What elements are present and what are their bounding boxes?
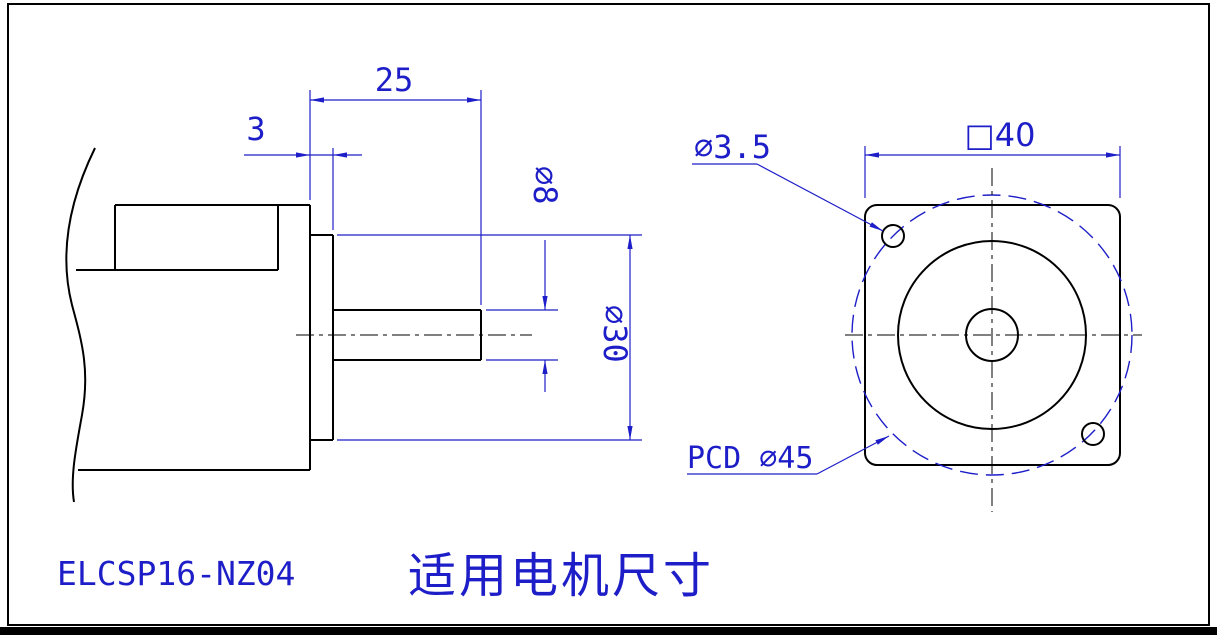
dim-arrow bbox=[865, 152, 879, 158]
dim-arrow bbox=[542, 296, 548, 310]
dim-arrow bbox=[1106, 152, 1120, 158]
dim-label-frame-size: □40 bbox=[965, 116, 1036, 154]
dim-arrow bbox=[542, 360, 548, 374]
leader-arrow bbox=[869, 222, 883, 231]
break-line bbox=[65, 147, 96, 503]
front-view-dimensions: □40 ∅3.5 PCD ∅45 bbox=[687, 116, 1121, 476]
dim-label-shaft-diameter: ∅8 bbox=[526, 166, 564, 205]
frame-border bbox=[7, 3, 1210, 626]
dim-label-shaft-length: 25 bbox=[375, 61, 414, 99]
model-number-label: ELCSP16-NZ04 bbox=[57, 554, 295, 593]
motor-body-outline bbox=[76, 204, 311, 471]
drawing-title: 适用电机尺寸 bbox=[408, 548, 714, 604]
motor-front-view bbox=[845, 168, 1142, 512]
dim-label-flange-thickness: 3 bbox=[246, 110, 265, 148]
frame-bottom-bar bbox=[0, 627, 1217, 635]
dim-arrow bbox=[627, 235, 633, 249]
side-view-dimensions: 25 3 ∅8 ∅30 bbox=[244, 61, 642, 441]
motor-side-view bbox=[65, 147, 532, 503]
dim-arrow bbox=[296, 152, 310, 158]
dim-arrow bbox=[310, 97, 324, 103]
dim-arrow bbox=[333, 152, 347, 158]
mount-hole-bottom-right bbox=[1081, 422, 1105, 446]
pilot-boss-outline bbox=[310, 234, 334, 441]
dim-arrow bbox=[627, 426, 633, 440]
mount-hole-top-left bbox=[881, 224, 905, 248]
dim-arrow bbox=[467, 97, 481, 103]
dim-label-pitch-circle: PCD ∅45 bbox=[687, 441, 813, 476]
leader-line-hole bbox=[756, 163, 884, 232]
dim-label-pilot-diameter: ∅30 bbox=[596, 305, 634, 363]
sheet-frame bbox=[0, 3, 1217, 635]
dim-label-mount-hole-diameter: ∅3.5 bbox=[694, 128, 771, 166]
leader-arrow bbox=[875, 436, 889, 445]
